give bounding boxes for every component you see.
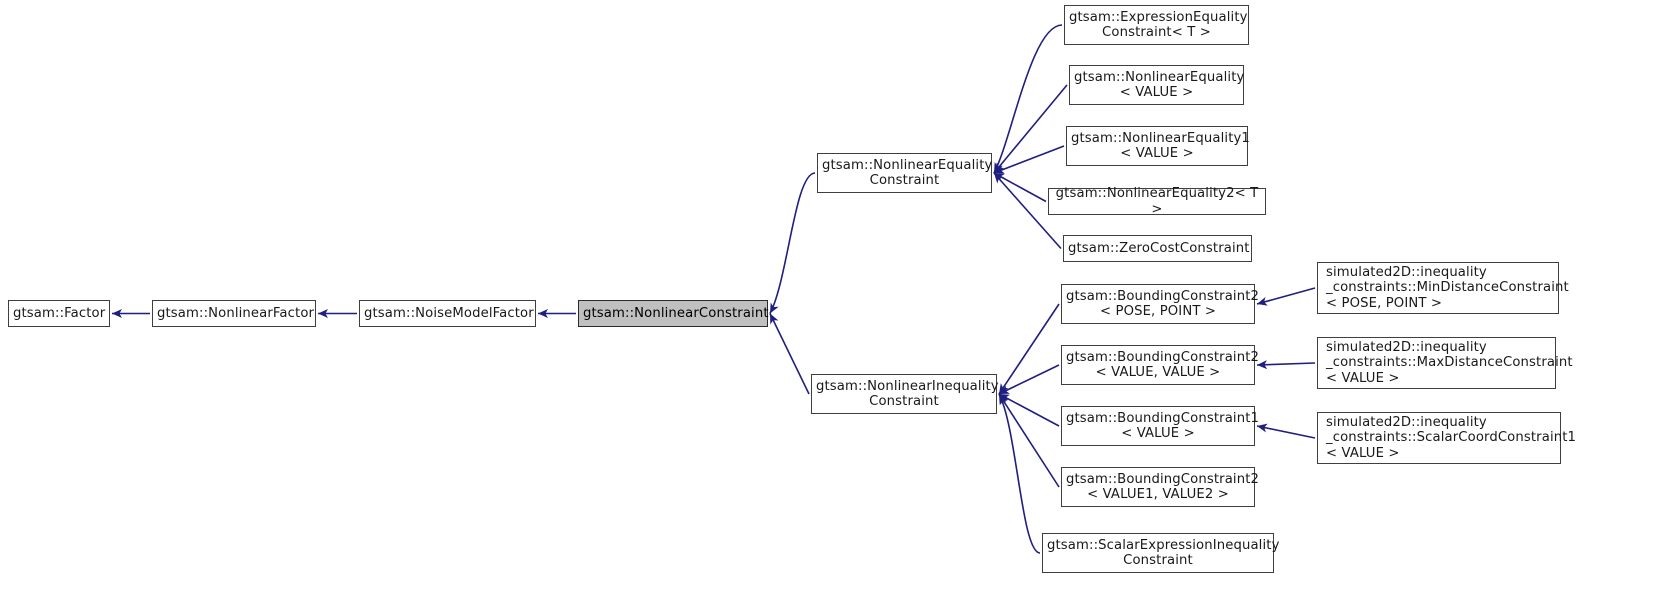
class-node-label: gtsam::BoundingConstraint2 < POSE, POINT…: [1066, 288, 1260, 320]
inheritance-edge: [998, 393, 1060, 427]
class-node-label: simulated2D::inequality _constraints::Sc…: [1326, 414, 1577, 461]
class-node-bounding2_value1_value2[interactable]: gtsam::BoundingConstraint2 < VALUE1, VAL…: [1061, 467, 1260, 507]
class-node-expr_eq_constraint[interactable]: gtsam::ExpressionEquality Constraint< T …: [1064, 5, 1249, 45]
class-node-label: gtsam::NonlinearEquality < VALUE >: [1074, 69, 1245, 101]
class-node-label: gtsam::NonlinearEquality1 < VALUE >: [1071, 130, 1250, 162]
class-node-label: gtsam::NonlinearConstraint: [583, 305, 769, 321]
class-node-label: gtsam::NonlinearEquality Constraint: [822, 157, 993, 189]
class-node-factor[interactable]: gtsam::Factor: [8, 300, 110, 327]
class-node-label: gtsam::NonlinearInequality Constraint: [816, 378, 999, 410]
class-node-scalar_expr_ineq[interactable]: gtsam::ScalarExpressionInequality Constr…: [1042, 533, 1280, 573]
class-node-nl_ineq_constraint[interactable]: gtsam::NonlinearInequality Constraint: [811, 374, 999, 414]
inheritance-edge: [1256, 423, 1316, 439]
class-node-sim2d_min_distance[interactable]: simulated2D::inequality _constraints::Mi…: [1317, 262, 1569, 314]
inheritance-edge: [998, 303, 1060, 395]
class-node-sim2d_scalar_coord[interactable]: simulated2D::inequality _constraints::Sc…: [1317, 412, 1577, 464]
class-node-label: gtsam::NoiseModelFactor: [364, 305, 534, 321]
class-node-nonlinear_equality2[interactable]: gtsam::NonlinearEquality2< T >: [1048, 186, 1266, 217]
class-node-zero_cost[interactable]: gtsam::ZeroCostConstraint: [1063, 235, 1252, 262]
class-node-nl_eq_constraint[interactable]: gtsam::NonlinearEquality Constraint: [817, 153, 992, 193]
class-node-label: gtsam::BoundingConstraint2 < VALUE1, VAL…: [1066, 471, 1260, 503]
class-node-sim2d_max_distance[interactable]: simulated2D::inequality _constraints::Ma…: [1317, 337, 1573, 389]
class-node-nonlinear_equality1[interactable]: gtsam::NonlinearEquality1 < VALUE >: [1066, 126, 1250, 166]
inheritance-edge: [998, 393, 1041, 554]
class-node-label: gtsam::NonlinearEquality2< T >: [1055, 186, 1259, 217]
class-node-label: gtsam::ExpressionEquality Constraint< T …: [1069, 9, 1248, 41]
class-node-noise_model_factor[interactable]: gtsam::NoiseModelFactor: [359, 300, 536, 327]
class-node-label: gtsam::ZeroCostConstraint: [1068, 240, 1250, 256]
class-node-nonlinear_factor[interactable]: gtsam::NonlinearFactor: [152, 300, 316, 327]
class-node-label: gtsam::Factor: [13, 305, 106, 321]
inheritance-edge: [998, 364, 1060, 395]
inheritance-edge: [1256, 287, 1316, 306]
inheritance-edge: [993, 145, 1065, 174]
class-node-label: gtsam::BoundingConstraint1 < VALUE >: [1066, 410, 1260, 442]
class-node-bounding1_value[interactable]: gtsam::BoundingConstraint1 < VALUE >: [1061, 406, 1260, 446]
class-node-bounding2_pose_point[interactable]: gtsam::BoundingConstraint2 < POSE, POINT…: [1061, 284, 1260, 324]
class-node-label: gtsam::ScalarExpressionInequality Constr…: [1047, 537, 1280, 569]
inheritance-edge: [993, 24, 1063, 174]
class-node-label: gtsam::NonlinearFactor: [157, 305, 315, 321]
inheritance-edge: [993, 172, 1047, 203]
inheritance-edge: [993, 84, 1068, 174]
inheritance-edge: [769, 172, 816, 314]
class-node-bounding2_value_value[interactable]: gtsam::BoundingConstraint2 < VALUE, VALU…: [1061, 345, 1260, 385]
inheritance-edge: [998, 393, 1060, 488]
class-node-label: simulated2D::inequality _constraints::Mi…: [1326, 264, 1569, 311]
inheritance-edge: [769, 313, 810, 395]
class-node-label: simulated2D::inequality _constraints::Ma…: [1326, 339, 1573, 386]
class-node-nonlinear_equality[interactable]: gtsam::NonlinearEquality < VALUE >: [1069, 65, 1244, 105]
inheritance-edge: [1256, 360, 1316, 370]
class-node-label: gtsam::BoundingConstraint2 < VALUE, VALU…: [1066, 349, 1260, 381]
class-node-nonlinear_constraint[interactable]: gtsam::NonlinearConstraint: [578, 300, 768, 327]
